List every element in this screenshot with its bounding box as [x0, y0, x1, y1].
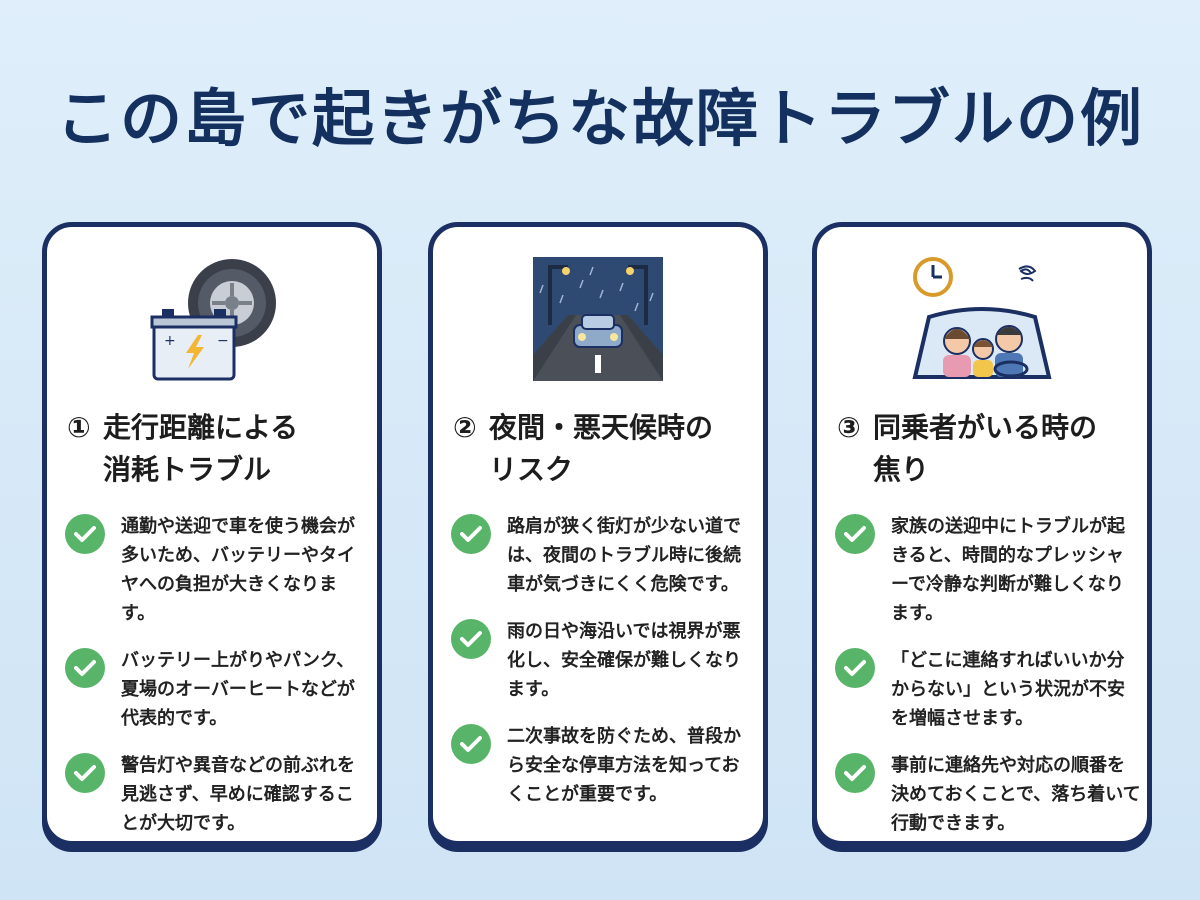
check-icon	[835, 753, 875, 793]
trouble-card-passengers: ③ 同乗者がいる時の 焦り 家族の送迎中にトラブルが起きると、時間的なプレッシャー…	[812, 222, 1152, 846]
item-list: 通勤や送迎で車を使う機会が多いため、バッテリーやタイヤへの負担が大きくなります。…	[65, 512, 375, 856]
item-text: 事前に連絡先や対応の順番を決めておくことで、落ち着いて行動できます。	[891, 755, 1141, 834]
trouble-card-night-weather: ② 夜間・悪天候時の リスク 路肩が狭く街灯が少ない道では、夜間のトラブル時に後続…	[428, 222, 768, 846]
check-icon	[835, 514, 875, 554]
heading-line1: 走行距離による	[103, 411, 299, 444]
heading-line1: 同乗者がいる時の	[873, 411, 1098, 444]
heading-line2: 焦り	[873, 453, 930, 486]
check-icon	[451, 619, 491, 659]
card-number: ②	[453, 411, 477, 444]
list-item: 通勤や送迎で車を使う機会が多いため、バッテリーやタイヤへの負担が大きくなります。	[65, 512, 375, 628]
list-item: 二次事故を防ぐため、普段から安全な停車方法を知っておくことが重要です。	[451, 722, 761, 809]
item-list: 路肩が狭く街灯が少ない道では、夜間のトラブル時に後続車が気づきにくく危険です。 …	[451, 512, 761, 827]
list-item: 家族の送迎中にトラブルが起きると、時間的なプレッシャーで冷静な判断が難しくなりま…	[835, 512, 1145, 628]
page-title: この島で起きがちな故障トラブルの例	[55, 82, 1144, 155]
check-icon	[65, 648, 105, 688]
check-icon	[65, 514, 105, 554]
card-heading: ② 夜間・悪天候時の リスク	[453, 407, 753, 491]
item-list: 家族の送迎中にトラブルが起きると、時間的なプレッシャーで冷静な判断が難しくなりま…	[835, 512, 1145, 856]
list-item: 「どこに連絡すればいいか分からない」という状況が不安を増幅させます。	[835, 646, 1145, 733]
svg-text:+: +	[164, 333, 176, 349]
list-item: 路肩が狭く街灯が少ない道では、夜間のトラブル時に後続車が気づきにくく危険です。	[451, 512, 761, 599]
item-text: 「どこに連絡すればいいか分からない」という状況が不安を増幅させます。	[891, 650, 1125, 729]
item-text: 家族の送迎中にトラブルが起きると、時間的なプレッシャーで冷静な判断が難しくなりま…	[891, 516, 1125, 624]
trouble-card-mileage: + − ① 走行距離による 消耗トラブル 通勤や送迎で車を使う機会が多いため、バッ…	[42, 222, 382, 846]
item-text: 路肩が狭く街灯が少ない道では、夜間のトラブル時に後続車が気づきにくく危険です。	[507, 516, 741, 595]
card-heading: ① 走行距離による 消耗トラブル	[67, 407, 367, 491]
check-icon	[451, 724, 491, 764]
item-text: 通勤や送迎で車を使う機会が多いため、バッテリーやタイヤへの負担が大きくなります。	[121, 516, 355, 624]
check-icon	[451, 514, 491, 554]
battery-and-tire-icon: + −	[47, 255, 377, 385]
svg-text:−: −	[217, 333, 229, 349]
card-number: ①	[67, 411, 91, 444]
check-icon	[65, 753, 105, 793]
list-item: 警告灯や異音などの前ぶれを見逃さず、早めに確認することが大切です。	[65, 751, 375, 838]
heading-line2: リスク	[489, 453, 574, 486]
item-text: バッテリー上がりやパンク、夏場のオーバーヒートなどが代表的です。	[121, 650, 355, 729]
heading-line1: 夜間・悪天候時の	[489, 411, 714, 444]
card-number: ③	[837, 411, 861, 444]
item-text: 雨の日や海沿いでは視界が悪化し、安全確保が難しくなります。	[507, 621, 741, 700]
heading-line2: 消耗トラブル	[103, 453, 272, 486]
item-text: 二次事故を防ぐため、普段から安全な停車方法を知っておくことが重要です。	[507, 726, 741, 805]
list-item: 事前に連絡先や対応の順番を決めておくことで、落ち着いて行動できます。	[835, 751, 1145, 838]
item-text: 警告灯や異音などの前ぶれを見逃さず、早めに確認することが大切です。	[121, 755, 355, 834]
check-icon	[835, 648, 875, 688]
list-item: バッテリー上がりやパンク、夏場のオーバーヒートなどが代表的です。	[65, 646, 375, 733]
rainy-night-road-icon	[433, 255, 763, 385]
card-heading: ③ 同乗者がいる時の 焦り	[837, 407, 1137, 491]
list-item: 雨の日や海沿いでは視界が悪化し、安全確保が難しくなります。	[451, 617, 761, 704]
family-in-car-icon	[817, 255, 1147, 385]
